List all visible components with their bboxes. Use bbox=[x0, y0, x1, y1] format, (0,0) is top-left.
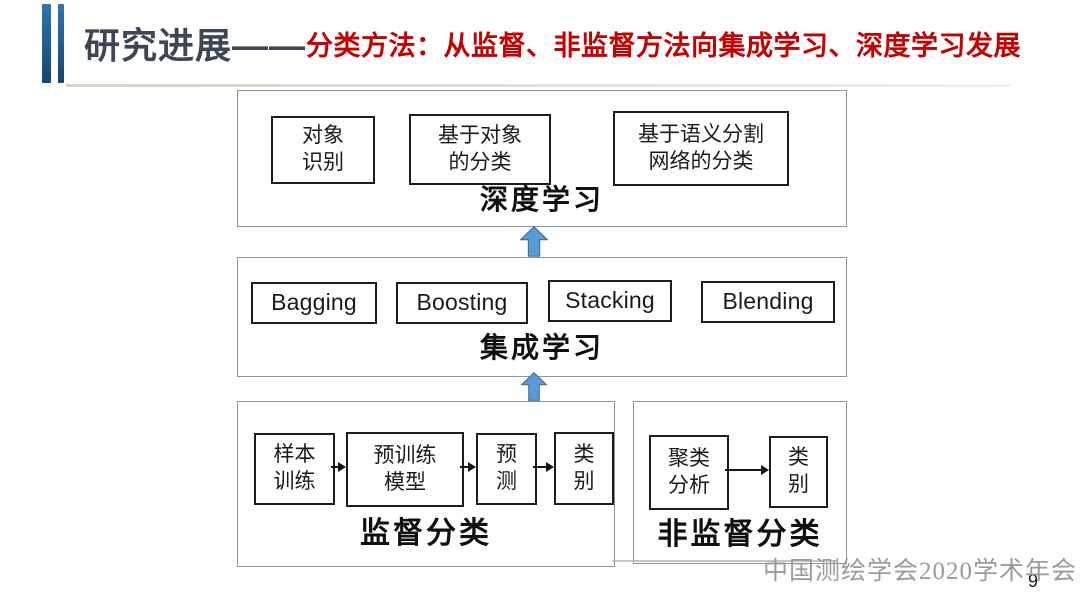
page-title: 研究进展—— 分类方法：从监督、非监督方法向集成学习、深度学习发展 bbox=[84, 14, 1024, 72]
up-arrow-icon bbox=[520, 226, 548, 257]
title-divider bbox=[66, 84, 1011, 87]
box-prediction: 预 测 bbox=[476, 433, 537, 505]
box-sample-training: 样本 训练 bbox=[254, 433, 335, 505]
right-arrow-icon bbox=[460, 461, 476, 473]
box-object-recognition: 对象 识别 bbox=[271, 116, 375, 184]
box-category: 类 别 bbox=[769, 436, 828, 508]
deep-learning-label: 深度学习 bbox=[479, 184, 604, 215]
watermark: 中国测绘学会2020学术年会 bbox=[763, 558, 1078, 585]
title-accent-bar bbox=[58, 4, 64, 83]
supervised-classification-label: 监督分类 bbox=[360, 517, 492, 550]
box-cluster-analysis: 聚类 分析 bbox=[649, 435, 729, 510]
box-stacking: Stacking bbox=[548, 280, 672, 322]
right-arrow-icon bbox=[725, 464, 769, 476]
title-accent-bar bbox=[42, 4, 51, 83]
up-arrow-icon bbox=[520, 372, 548, 401]
page-title-prefix: 研究进展—— bbox=[84, 25, 307, 66]
box-object-based-classification: 基于对象 的分类 bbox=[409, 114, 551, 185]
ensemble-learning-section: Bagging Boosting Stacking Blending 集成学习 bbox=[237, 257, 847, 377]
watermark-line bbox=[612, 560, 838, 562]
box-boosting: Boosting bbox=[396, 282, 528, 324]
deep-learning-section: 对象 识别 基于对象 的分类 基于语义分割 网络的分类 深度学习 bbox=[237, 90, 847, 227]
box-blending: Blending bbox=[701, 281, 835, 323]
page-title-highlight: 分类方法：从监督、非监督方法向集成学习、深度学习发展 bbox=[306, 30, 1022, 61]
box-semantic-segmentation-classification: 基于语义分割 网络的分类 bbox=[613, 111, 789, 186]
page-number: 9 bbox=[1028, 571, 1039, 591]
box-bagging: Bagging bbox=[251, 282, 377, 324]
right-arrow-icon bbox=[533, 461, 554, 473]
ensemble-learning-label: 集成学习 bbox=[479, 332, 604, 363]
unsupervised-classification-label: 非监督分类 bbox=[657, 518, 823, 551]
box-pretrained-model: 预训练 模型 bbox=[346, 432, 464, 507]
right-arrow-icon bbox=[331, 461, 346, 473]
supervised-classification-section: 样本 训练 预训练 模型 预 测 类 别 监督分类 bbox=[237, 401, 615, 567]
box-category: 类 别 bbox=[554, 432, 614, 505]
unsupervised-classification-section: 聚类 分析 类 别 非监督分类 bbox=[633, 401, 847, 564]
